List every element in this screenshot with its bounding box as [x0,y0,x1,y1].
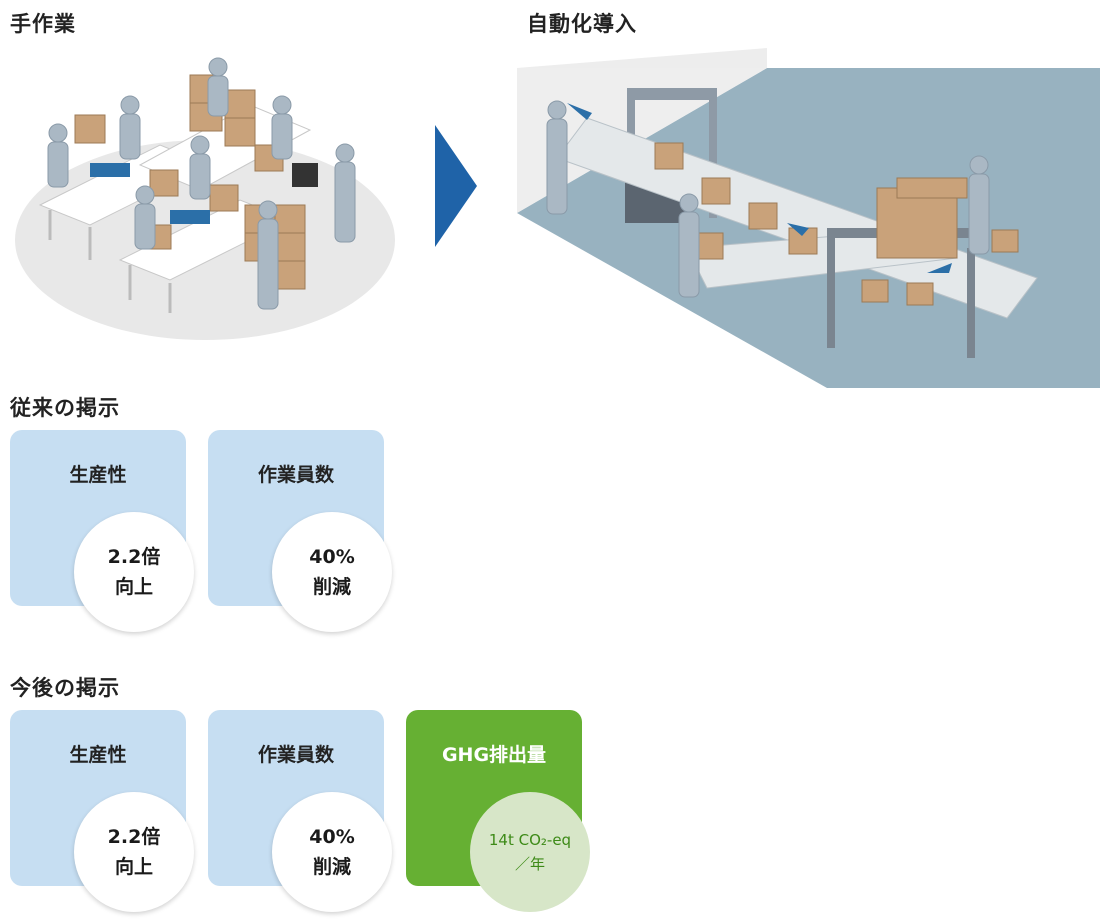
badge-sub: 削減 [312,856,351,878]
card-title: 作業員数 [257,744,334,766]
future-ghg-badge: 14t CO₂-eq ／年 [470,792,590,912]
badge-sub: 向上 [114,576,153,598]
badge-value: 2.2倍 [107,546,161,568]
heading-manual: 手作業 [10,12,76,36]
badge-value: 2.2倍 [107,826,161,848]
badge-sub: 削減 [312,576,351,598]
future-workers-badge: 40% 削減 [272,792,392,912]
future-productivity-badge: 2.2倍 向上 [74,792,194,912]
badge-value: 14t CO₂-eq [488,831,572,849]
previous-productivity-badge: 2.2倍 向上 [74,512,194,632]
manual-work-illustration [15,57,395,340]
badge-value: 40% [309,546,355,568]
badge-sub: 向上 [114,856,153,878]
arrow-right-icon [435,125,477,247]
card-title: 作業員数 [257,464,334,486]
badge-sub: ／年 [514,855,545,873]
previous-workers-badge: 40% 削減 [272,512,392,632]
heading-automation: 自動化導入 [527,12,637,36]
heading-future: 今後の掲示 [10,676,120,700]
card-title: 生産性 [69,464,127,486]
card-title: 生産性 [69,744,127,766]
automation-illustration [517,48,1100,388]
badge-value: 40% [309,826,355,848]
card-title: GHG排出量 [441,744,547,766]
heading-previous: 従来の掲示 [10,396,120,420]
